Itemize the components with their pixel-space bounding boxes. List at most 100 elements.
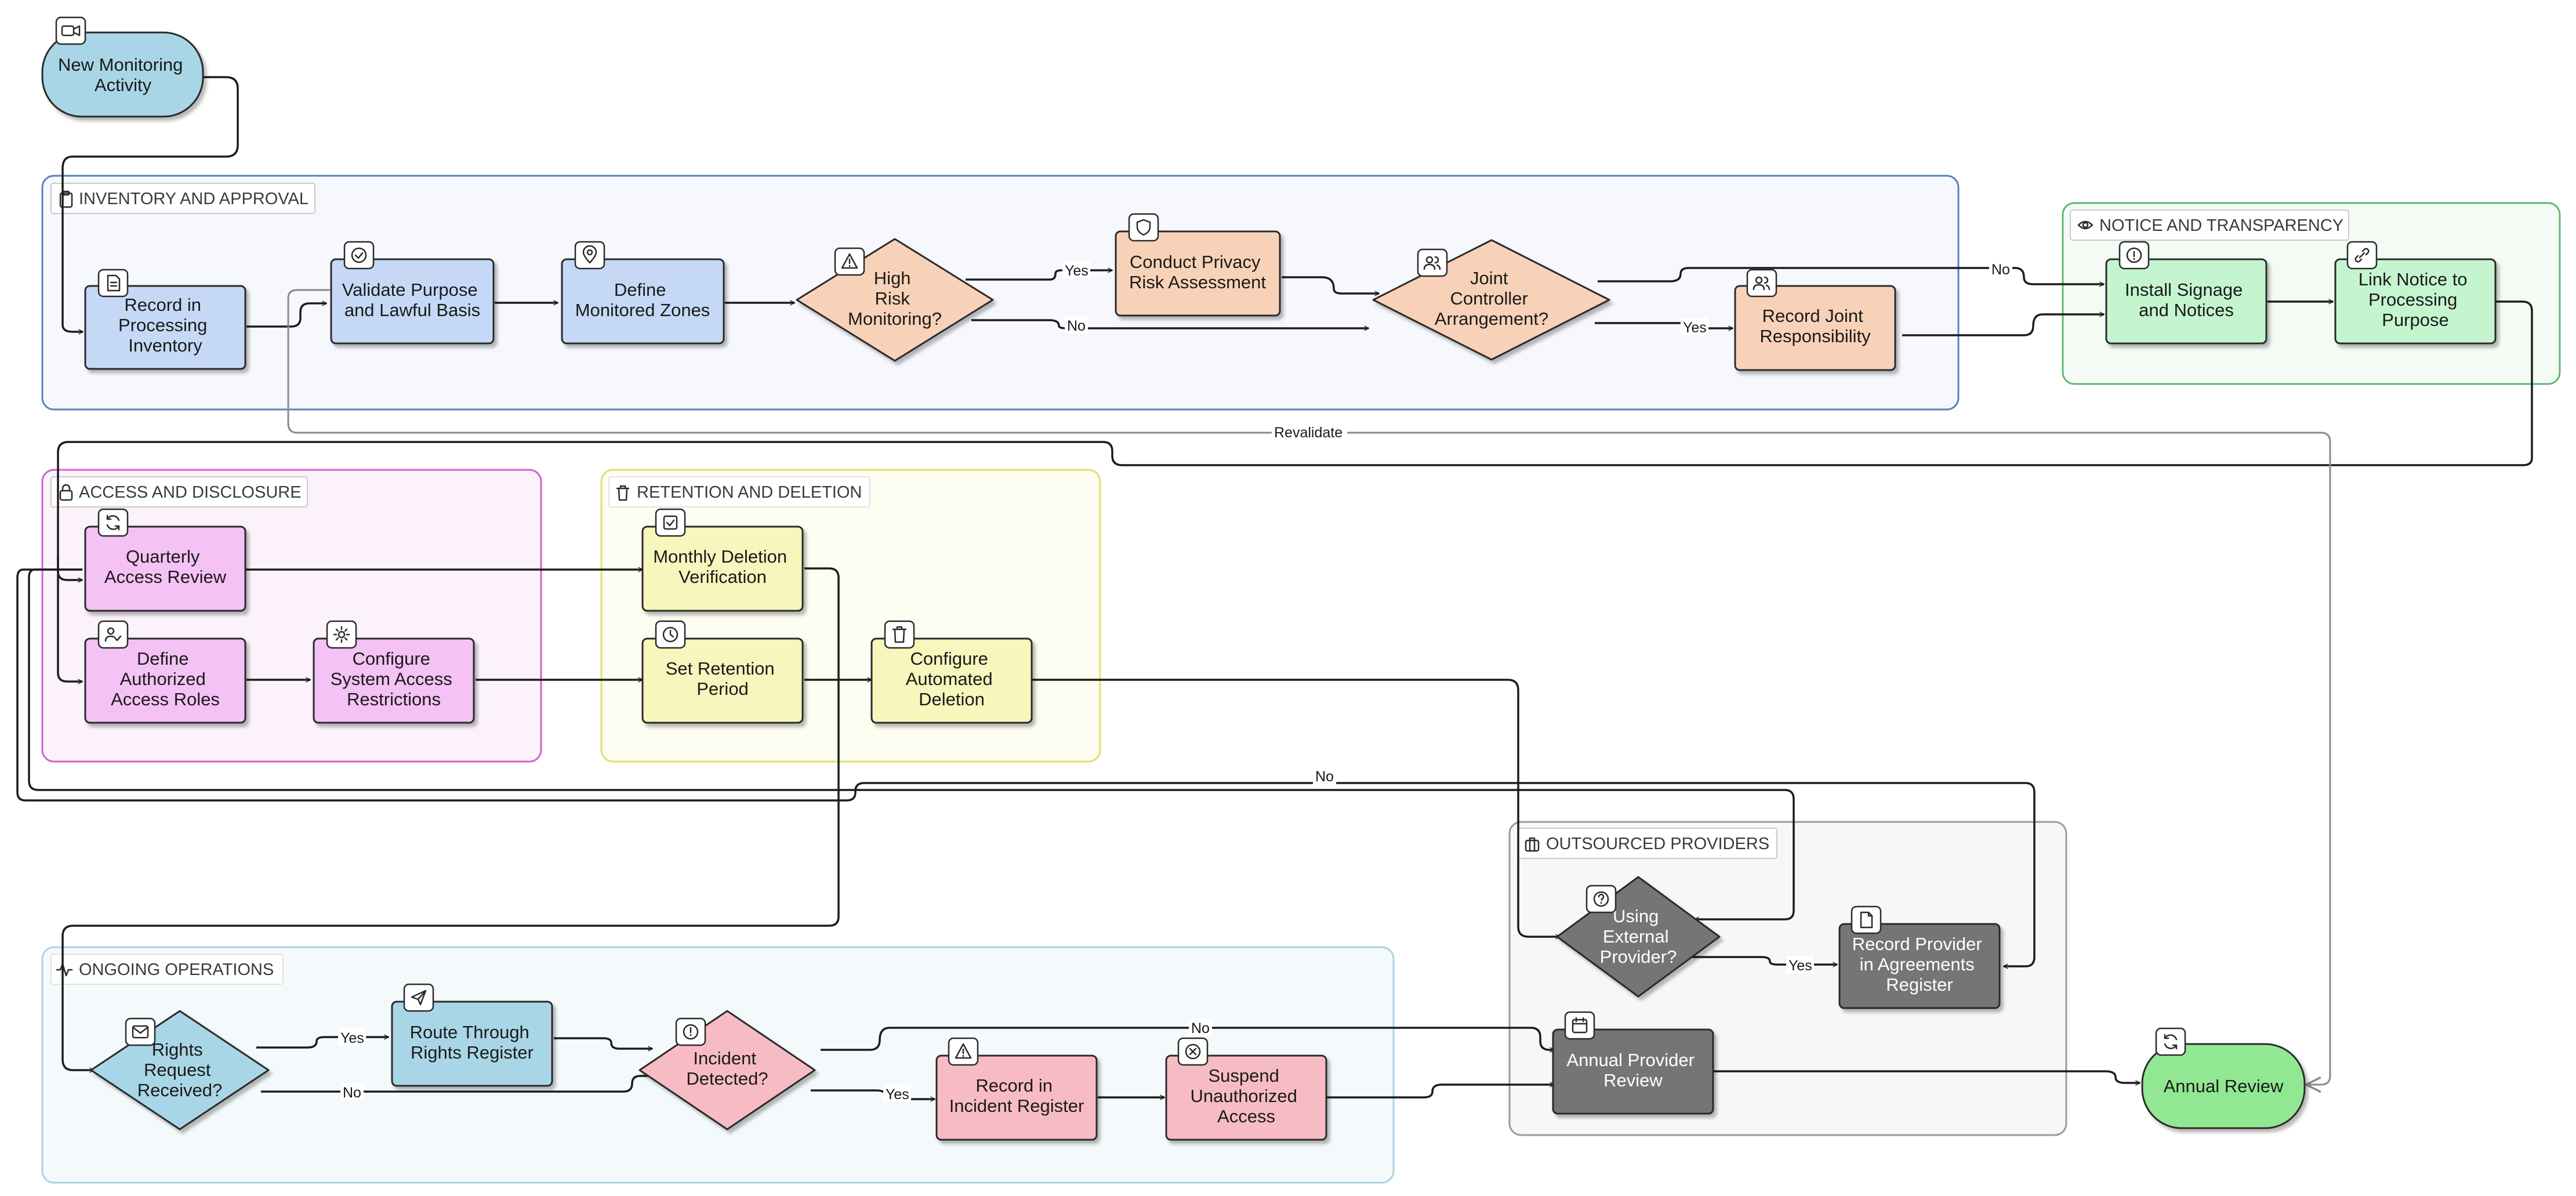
svg-text:Rights Request Rec: Rights Request Received? bbox=[137, 1039, 222, 1100]
node-joint-controller-decision[interactable]: Joint Controller Arrangement? bbox=[1372, 239, 1610, 361]
briefcase-icon bbox=[1525, 837, 1540, 852]
help-circle-icon bbox=[1585, 885, 1617, 914]
node-link-notice-to-processing-purpose[interactable]: Link Notice to Processing Purpose bbox=[2334, 241, 2497, 345]
node-set-retention-period[interactable]: Set Retention Period bbox=[641, 620, 804, 724]
group-label-outsourced: OUTSOURCED PROVIDERS bbox=[1546, 835, 1769, 853]
node-route-through-rights-register[interactable]: Route Through Rights Register bbox=[391, 983, 553, 1087]
lock-icon bbox=[59, 484, 73, 501]
node-incident-detected-decision[interactable]: Incident Detected? bbox=[638, 1010, 816, 1130]
node-new-monitoring-activity[interactable]: New Monitoring Activity bbox=[41, 16, 204, 118]
node-label-line: Detected? bbox=[686, 1068, 768, 1089]
svg-text:Link Notice to Processin: Link Notice to Processing Purpose bbox=[2359, 269, 2472, 330]
node-label-line: Access Review bbox=[104, 567, 227, 587]
node-label-line: Received? bbox=[137, 1080, 222, 1100]
edge-label-joint-yes: Yes bbox=[1683, 320, 1707, 336]
node-using-external-provider-decision[interactable]: Using External Provider? bbox=[1556, 876, 1721, 998]
svg-text:Configure Automated: Configure Automated Deletion bbox=[906, 648, 998, 709]
node-label-line: Risk bbox=[875, 288, 910, 309]
node-label-line: Joint bbox=[1470, 268, 1508, 288]
group-label-inventory: INVENTORY AND APPROVAL bbox=[79, 190, 309, 208]
edge-label-incident-no: No bbox=[1191, 1020, 1210, 1036]
node-high-risk-monitoring-decision[interactable]: High Risk Monitoring? bbox=[796, 238, 994, 362]
node-label-line: Register bbox=[1886, 974, 1953, 995]
svg-text:Configure System Access: Configure System Access Restrictions bbox=[331, 648, 458, 709]
node-label-line: Record Provider bbox=[1852, 934, 1982, 954]
node-define-monitored-zones[interactable]: Define Monitored Zones bbox=[561, 241, 725, 345]
node-label-line: Controller bbox=[1450, 288, 1528, 309]
node-label-line: System Access bbox=[331, 669, 452, 689]
users-icon bbox=[1746, 269, 1777, 298]
edge-labels: Yes No No Yes Revalidate No Yes Yes No N… bbox=[338, 260, 2012, 1103]
node-rights-request-decision[interactable]: Rights Request Received? bbox=[90, 1010, 270, 1130]
node-label-line: in Agreements bbox=[1860, 954, 1975, 974]
svg-text:Validate Purpose and Law: Validate Purpose and Lawful Basis bbox=[342, 280, 482, 320]
svg-text:Monthly Deletion Verific: Monthly Deletion Verification bbox=[653, 546, 792, 587]
send-icon bbox=[403, 983, 434, 1012]
node-label-line: Responsibility bbox=[1759, 326, 1871, 346]
svg-text:Install Signage and Noti: Install Signage and Notices bbox=[2125, 280, 2248, 320]
svg-text:Define Authorized: Define Authorized Access Roles bbox=[111, 648, 220, 709]
check-circle-icon bbox=[343, 241, 375, 270]
node-record-provider-in-agreements-register[interactable]: Record Provider in Agreements Register bbox=[1838, 905, 2001, 1009]
node-label-line: Risk Assessment bbox=[1129, 272, 1266, 292]
node-label-line: Define bbox=[137, 648, 189, 669]
node-validate-purpose[interactable]: Validate Purpose and Lawful Basis bbox=[330, 241, 495, 345]
node-record-in-incident-register[interactable]: Record in Incident Register bbox=[935, 1037, 1098, 1141]
node-configure-automated-deletion[interactable]: Configure Automated Deletion bbox=[870, 620, 1033, 724]
svg-text:Using External Pro: Using External Provider? bbox=[1600, 906, 1677, 967]
node-label-line: Activity bbox=[95, 75, 152, 95]
node-annual-review[interactable]: Annual Review bbox=[2141, 1027, 2306, 1129]
node-label-line: Rights Register bbox=[411, 1042, 534, 1063]
node-install-signage-and-notices[interactable]: Install Signage and Notices bbox=[2105, 241, 2267, 345]
node-label-line: Access Roles bbox=[111, 689, 220, 709]
node-record-joint-responsibility[interactable]: Record Joint Responsibility bbox=[1734, 269, 1896, 371]
node-label-line: Route Through bbox=[410, 1022, 529, 1042]
shield-icon bbox=[1128, 213, 1159, 242]
node-define-authorized-access-roles[interactable]: Define Authorized Access Roles bbox=[84, 620, 246, 724]
node-label-line: External bbox=[1603, 926, 1669, 947]
node-label-line: Record in bbox=[124, 295, 201, 315]
svg-text:Conduct Privacy Risk Ass: Conduct Privacy Risk Assessment bbox=[1129, 252, 1266, 292]
node-label-line: Deletion bbox=[919, 689, 985, 709]
node-label-line: and Notices bbox=[2139, 300, 2234, 320]
edge-label-provider-no: No bbox=[1315, 769, 1334, 785]
mail-icon bbox=[125, 1017, 156, 1046]
map-pin-icon bbox=[574, 241, 605, 270]
node-label-line: Record Joint bbox=[1762, 306, 1863, 326]
node-label-line: Incident bbox=[693, 1048, 756, 1068]
svg-text:Suspend Unauthorized: Suspend Unauthorized Access bbox=[1190, 1065, 1302, 1126]
node-label-line: Restrictions bbox=[347, 689, 441, 709]
node-label-line: Purpose bbox=[2382, 310, 2448, 330]
svg-text:Record Joint Responsibil: Record Joint Responsibility bbox=[1759, 306, 1871, 346]
svg-text:Define Monitored Zones: Define Monitored Zones bbox=[575, 280, 710, 320]
node-label-line: Monthly Deletion bbox=[653, 546, 787, 567]
node-record-in-processing-inventory[interactable]: Record in Processing Inventory bbox=[84, 269, 246, 370]
svg-text:Annual Review: Annual Review bbox=[2164, 1076, 2284, 1096]
node-suspend-unauthorized-access[interactable]: Suspend Unauthorized Access bbox=[1165, 1037, 1327, 1141]
node-label-line: Period bbox=[696, 679, 749, 699]
svg-text:Incident Detected?: Incident Detected? bbox=[686, 1048, 768, 1089]
node-label-line: Using bbox=[1613, 906, 1659, 926]
svg-text:Record in Incident Regis: Record in Incident Register bbox=[949, 1075, 1084, 1116]
node-configure-system-access-restrictions[interactable]: Configure System Access Restrictions bbox=[313, 620, 475, 724]
node-label-line: Monitored Zones bbox=[575, 300, 710, 320]
node-label-line: Annual Review bbox=[2164, 1076, 2284, 1096]
edge-label-revalidate: Revalidate bbox=[1274, 425, 1343, 441]
node-annual-provider-review[interactable]: Annual Provider Review bbox=[1552, 1011, 1714, 1115]
node-label-line: Processing bbox=[118, 315, 207, 335]
node-label-line: Unauthorized bbox=[1190, 1086, 1297, 1106]
node-label-line: Inventory bbox=[128, 335, 202, 356]
node-quarterly-access-review[interactable]: Quarterly Access Review bbox=[84, 508, 246, 612]
gear-icon bbox=[326, 620, 357, 649]
user-check-icon bbox=[97, 620, 129, 649]
edge-label-incident-yes: Yes bbox=[886, 1086, 909, 1103]
node-label-line: Install Signage bbox=[2125, 280, 2243, 300]
node-label-line: Validate Purpose bbox=[342, 280, 478, 300]
node-monthly-deletion-verification[interactable]: Monthly Deletion Verification bbox=[641, 508, 804, 612]
node-label-line: Quarterly bbox=[126, 546, 200, 567]
svg-text:Quarterly Access Review: Quarterly Access Review bbox=[104, 546, 227, 587]
node-label-line: Verification bbox=[679, 567, 767, 587]
svg-text:Route Through Rights Reg: Route Through Rights Register bbox=[410, 1022, 535, 1063]
node-conduct-privacy-risk-assessment[interactable]: Conduct Privacy Risk Assessment bbox=[1115, 213, 1281, 317]
